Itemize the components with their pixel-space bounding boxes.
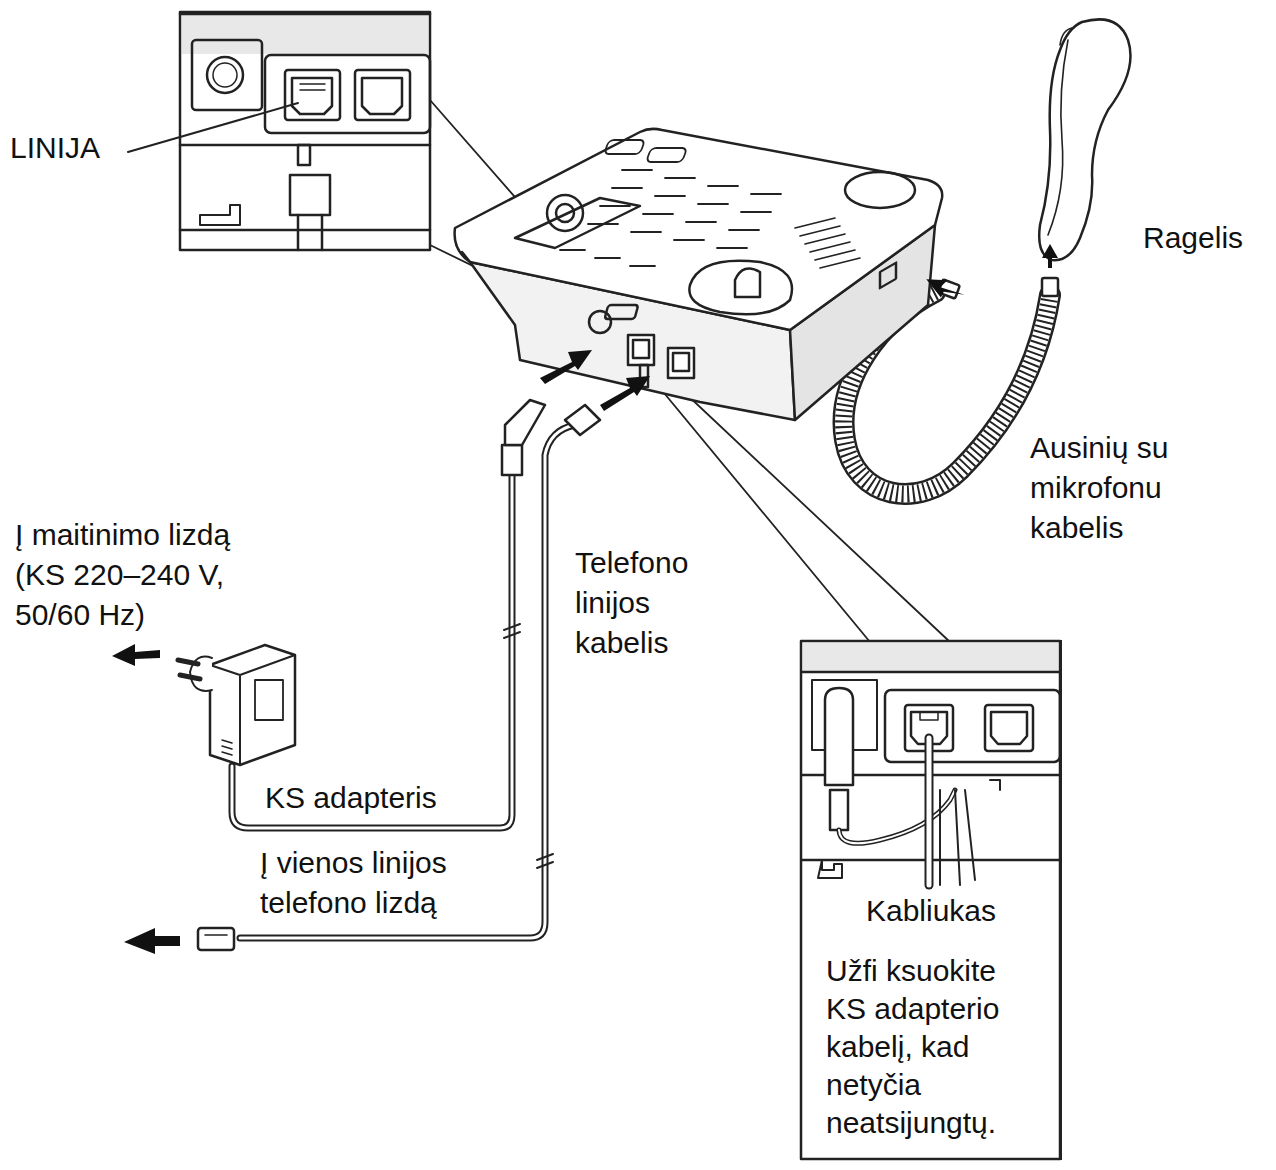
part-name: Kabliukas — [802, 892, 1060, 930]
detail-inset: KabliukasUžfi ksuokite KS adapterio kabe… — [800, 640, 1062, 1160]
part-label: Ausinių su mikrofonu kabelis — [1030, 428, 1245, 548]
note-text: Užfi ksuokite KS adapterio kabelį, kad n… — [802, 952, 1068, 1142]
part-label: Ragelis — [1143, 218, 1243, 258]
part-label: Telefono linijos kabelis — [575, 543, 725, 663]
part-label: Į vienos linijos telefono lizdą — [260, 843, 500, 923]
part-label: Į maitinimo lizdą (KS 220–240 V, 50/60 H… — [15, 515, 280, 635]
part-label: KS adapteris — [265, 778, 437, 818]
part-label: LINIJA — [10, 128, 100, 168]
